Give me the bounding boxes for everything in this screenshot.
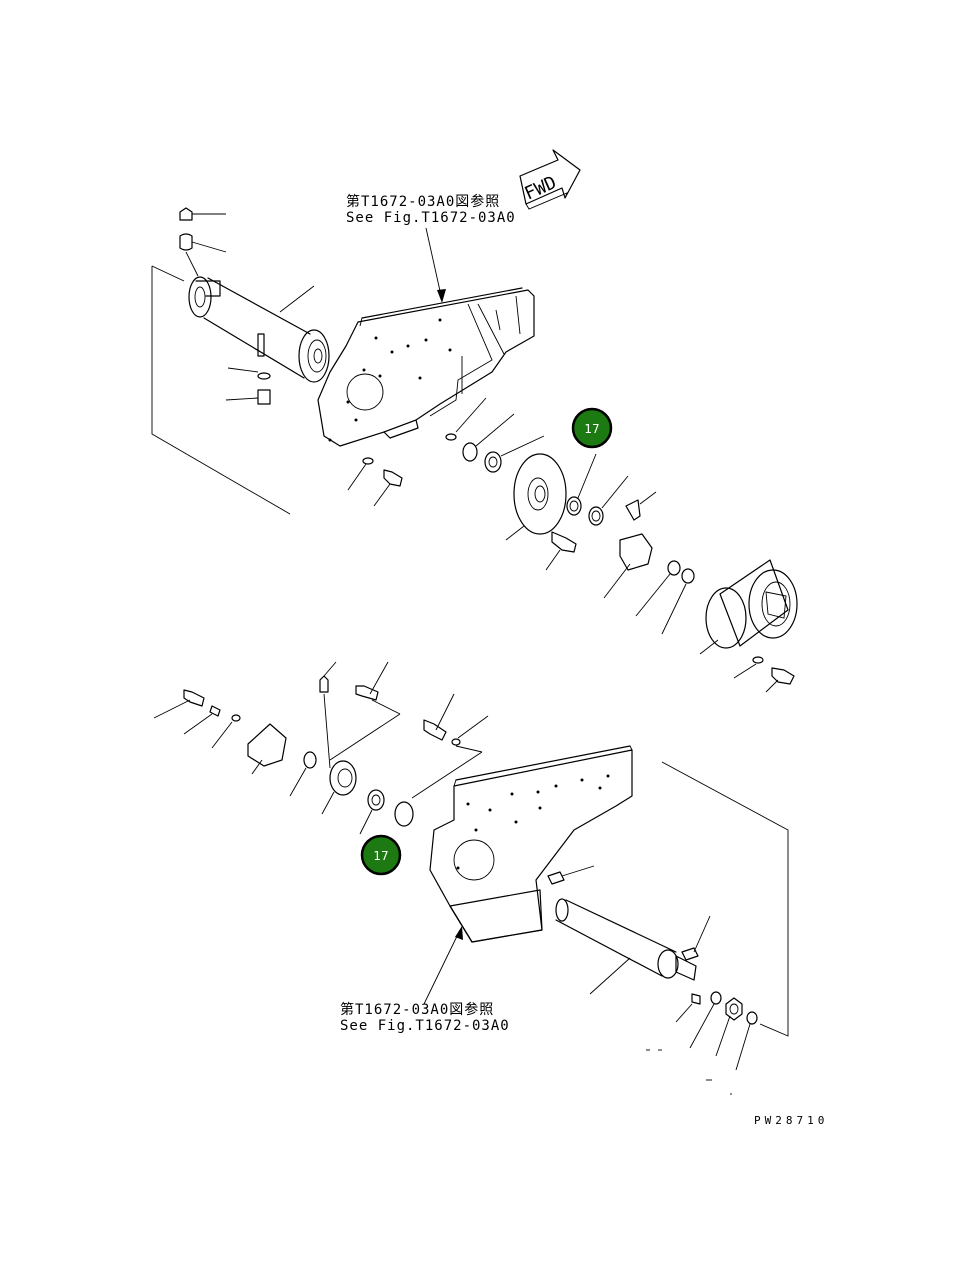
- bolts-lower-left: [153, 689, 241, 749]
- lower-bracket-part: [429, 745, 633, 943]
- elbow-fitting-upper: [625, 491, 657, 521]
- top-reference-jp: 第T1672-03A0図参照: [346, 193, 500, 210]
- bottom-reference: 第T1672-03A0図参照 See Fig.T1672-03A0: [340, 926, 510, 1034]
- upper-bracket-part: [317, 287, 535, 447]
- bottom-reference-en: See Fig.T1672-03A0: [340, 1018, 510, 1034]
- washer-bolt-upper: [347, 457, 403, 507]
- grease-line-lower: [319, 661, 337, 769]
- axle-shaft-lower: [547, 865, 758, 1095]
- seal-upper: [566, 453, 629, 526]
- grease-fitting-part: [179, 207, 227, 277]
- drawing-code: PW28710: [754, 1114, 828, 1127]
- lower-axle-assembly: [153, 661, 789, 1095]
- small-bolts-left: [225, 333, 271, 405]
- snap-rings-upper: [635, 560, 695, 635]
- axle-shaft-part: [188, 276, 330, 383]
- housing-cap-upper: [603, 533, 653, 599]
- callout-17-upper[interactable]: 17: [571, 407, 613, 449]
- wheel-hub-part: [699, 559, 798, 693]
- callout-17-lower[interactable]: 17: [360, 834, 402, 876]
- fwd-arrow-icon: FWD: [519, 149, 581, 210]
- top-reference: 第T1672-03A0図参照 See Fig.T1672-03A0: [346, 193, 516, 303]
- bolts-lower-middle: [329, 661, 489, 799]
- brake-disc-part: [505, 453, 577, 571]
- upper-axle-assembly: [151, 207, 798, 693]
- seals-lower: [289, 751, 414, 835]
- o-ring-bearing-upper: [445, 397, 545, 473]
- top-reference-en: See Fig.T1672-03A0: [346, 210, 516, 226]
- bottom-reference-jp: 第T1672-03A0図参照: [340, 1001, 494, 1018]
- housing-cap-lower: [247, 723, 287, 775]
